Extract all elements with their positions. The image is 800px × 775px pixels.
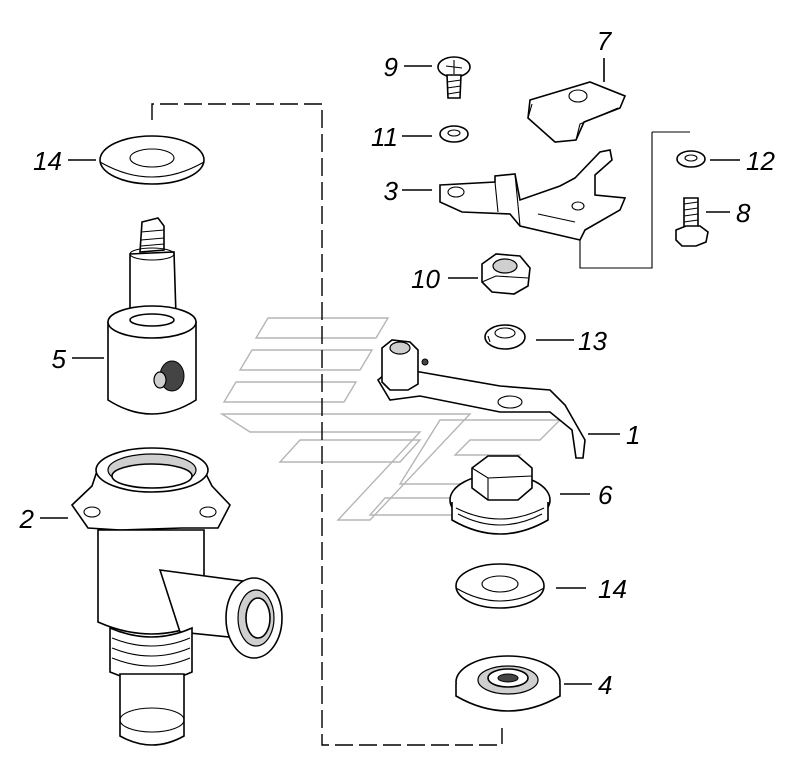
lever-part-1 [376,339,586,459]
callout-6: 6 [598,480,613,510]
bolt-part-8 [675,197,709,247]
callout-7: 7 [597,26,613,56]
washer-part-12 [676,150,706,168]
seal-part-4 [455,655,561,712]
clamp-part-7 [527,81,627,143]
callout-9: 9 [384,52,398,82]
plug-part-6 [449,455,551,535]
leader-lines [40,58,740,685]
callout-14-upper: 14 [33,146,62,176]
callout-12: 12 [746,146,775,176]
callout-1: 1 [626,420,640,450]
washer-part-11 [439,125,469,143]
screw-part-9 [437,56,471,99]
callout-2: 2 [19,504,35,534]
valve-stem-part-5 [107,217,197,415]
bracket-part-3 [439,149,627,241]
washer-part-14-lower [455,563,545,609]
callout-11: 11 [371,122,398,152]
valve-body-part-2 [70,447,283,746]
lock-washer-part-13 [484,324,526,350]
callout-14-lower: 14 [598,574,627,604]
callout-4: 4 [598,670,612,700]
assembly-lines [151,103,690,746]
callout-5: 5 [52,344,67,374]
nut-part-10 [481,253,531,295]
callout-10: 10 [411,264,440,294]
callout-labels: 9 7 11 3 12 8 10 13 1 6 14 4 14 5 2 [19,26,776,700]
callout-13: 13 [578,326,607,356]
callout-3: 3 [384,176,399,206]
callout-8: 8 [736,198,751,228]
washer-part-14-upper [99,135,205,185]
